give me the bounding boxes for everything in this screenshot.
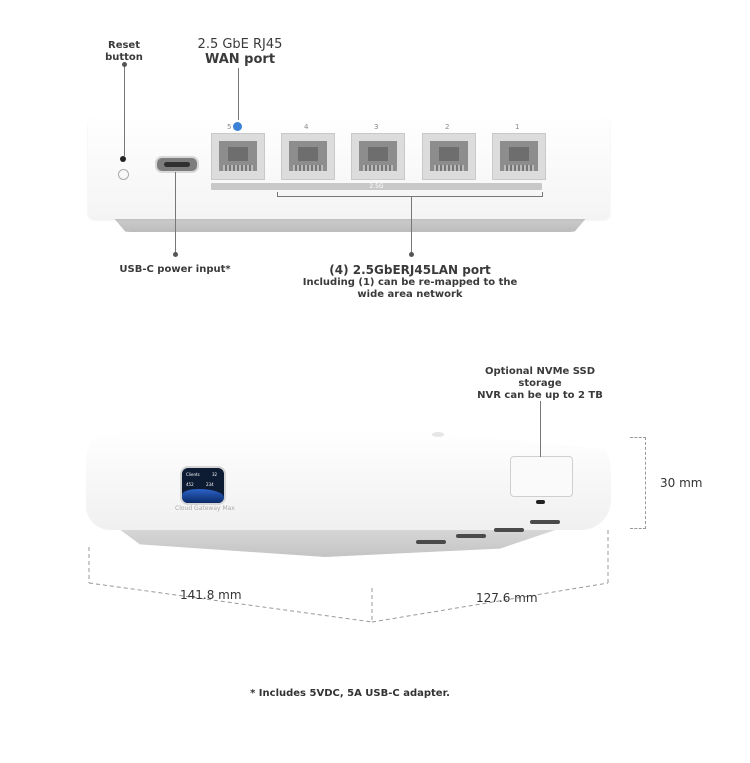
wan-port xyxy=(211,133,265,180)
port-number-2: 2 xyxy=(445,123,450,131)
lan-label-line3: wide area network xyxy=(357,289,463,300)
lan-callout-dot xyxy=(409,252,414,257)
ssd-label: Optional NVMe SSD storage NVR can be up … xyxy=(470,366,610,402)
vent-slot xyxy=(456,534,486,538)
footnote: * Includes 5VDC, 5A USB-C adapter. xyxy=(250,688,450,699)
ssd-bay-slot xyxy=(536,500,545,504)
height-dimension-label: 30 mm xyxy=(660,476,703,490)
wan-label-line1: 2.5 GbE RJ45 xyxy=(197,37,283,52)
vent-slot xyxy=(530,520,560,524)
port-number-5: 5 xyxy=(227,123,232,131)
front-display: Clients 32 452 234 xyxy=(180,466,226,505)
port-number-1: 1 xyxy=(515,123,520,131)
brand-logo xyxy=(432,432,444,437)
globe-icon xyxy=(233,122,242,131)
port-number-3: 3 xyxy=(374,123,379,131)
height-dimension-bracket xyxy=(630,437,646,529)
lan-bracket-horizontal xyxy=(277,196,543,197)
lan-port-1 xyxy=(492,133,546,180)
lan-label-line2: Including (1) can be re-mapped to the xyxy=(302,277,518,288)
usbc-label: USB-C power input* xyxy=(119,264,231,275)
lan-callout-line xyxy=(411,196,412,254)
lan-bracket-left xyxy=(277,192,278,197)
wan-label: 2.5 GbE RJ45 WAN port xyxy=(180,37,300,67)
device-brand-text: Cloud Gateway Max xyxy=(175,505,235,512)
depth-dimension-label: 127.6 mm xyxy=(476,591,538,605)
ssd-callout-line xyxy=(540,401,541,457)
width-dimension-label: 141.8 mm xyxy=(180,588,242,602)
usbc-callout-dot xyxy=(173,252,178,257)
display-clients-label: Clients xyxy=(186,472,200,477)
lan-port-3 xyxy=(351,133,405,180)
lan-label: (4) 2.5GbERJ45LAN port Including (1) can… xyxy=(290,263,530,301)
ssd-label-line2: storage xyxy=(518,378,562,389)
ssd-label-line3: NVR can be up to 2 TB xyxy=(477,390,603,401)
reset-callout-line xyxy=(124,64,125,156)
lan-port-4 xyxy=(281,133,335,180)
reset-label: Reset button xyxy=(94,40,154,64)
wan-callout-line xyxy=(238,68,239,120)
vent-slot xyxy=(416,540,446,544)
lan-port-2 xyxy=(422,133,476,180)
reset-icon xyxy=(118,169,129,180)
port-number-4: 4 xyxy=(304,123,309,131)
lan-label-title: (4) 2.5GbERJ45LAN port xyxy=(329,263,491,277)
display-value-1: 32 xyxy=(212,472,218,477)
lan-bracket-right xyxy=(542,192,543,197)
reset-label-line2: button xyxy=(105,52,143,63)
reset-button-hole xyxy=(120,156,126,162)
reset-label-line1: Reset xyxy=(108,40,140,51)
lan-speed-bar: 2.5G xyxy=(211,183,542,190)
display-value-3: 234 xyxy=(206,482,214,487)
wan-label-line2: WAN port xyxy=(204,52,276,67)
display-value-2: 452 xyxy=(186,482,194,487)
ssd-label-line1: Optional NVMe SSD xyxy=(484,366,596,377)
usbc-callout-line xyxy=(175,172,176,254)
vent-slot xyxy=(494,528,524,532)
ssd-bay-cover xyxy=(510,456,573,497)
reset-callout-dot xyxy=(122,62,127,67)
usbc-port xyxy=(155,156,199,173)
